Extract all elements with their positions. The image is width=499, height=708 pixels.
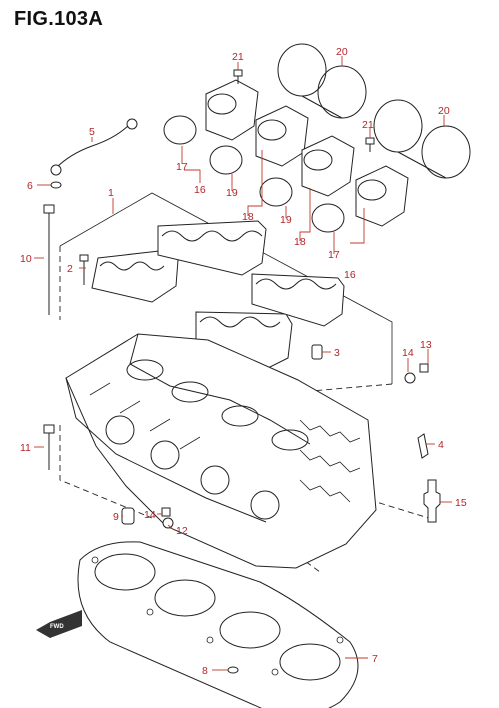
intake-pipes [205, 79, 409, 227]
callout-1: 1 [108, 187, 114, 199]
callout-3: 3 [334, 347, 340, 359]
callout-9: 9 [113, 511, 119, 523]
figure-title: FIG.103A [14, 8, 104, 30]
callout-13: 13 [420, 339, 432, 351]
callout-20b: 20 [438, 105, 450, 117]
callout-16: 16 [194, 184, 206, 196]
intake-o-rings [163, 115, 345, 233]
callout-8: 8 [202, 665, 208, 677]
small-parts [121, 344, 441, 674]
callout-6: 6 [27, 180, 33, 192]
callout-4: 4 [438, 439, 444, 451]
callout-19b: 19 [280, 214, 292, 226]
oil-hose [50, 118, 138, 189]
cylinder-head [65, 333, 377, 569]
callout-5: 5 [89, 126, 95, 138]
callout-14: 14 [402, 347, 414, 359]
callout-2: 2 [67, 263, 73, 275]
callout-20: 20 [336, 46, 348, 58]
callout-15: 15 [455, 497, 467, 509]
cylinder-head-frame [59, 192, 436, 573]
callout-11: 11 [20, 442, 31, 454]
intake-clamps [277, 43, 471, 179]
camshaft-holders [91, 220, 345, 369]
callout-17b: 17 [328, 249, 340, 261]
callout-16b: 16 [344, 269, 356, 281]
callout-7: 7 [372, 653, 378, 665]
callout-18: 18 [242, 211, 254, 223]
callout-12: 12 [176, 525, 188, 537]
callout-10: 10 [20, 253, 32, 265]
callout-18b: 18 [294, 236, 306, 248]
head-bolts [43, 204, 89, 470]
callout-19: 19 [226, 187, 238, 199]
head-gasket [77, 541, 359, 708]
callout-14b: 14 [144, 509, 156, 521]
fwd-label: FWD [50, 624, 64, 630]
fwd-arrow: FWD [36, 610, 82, 638]
callout-21: 21 [232, 51, 244, 63]
callout-21b: 21 [362, 119, 374, 131]
callout-17: 17 [176, 161, 188, 173]
leader-lines [34, 56, 452, 671]
callouts: 1 2 3 4 5 6 7 8 9 10 11 12 13 14 14 15 1… [20, 46, 467, 677]
